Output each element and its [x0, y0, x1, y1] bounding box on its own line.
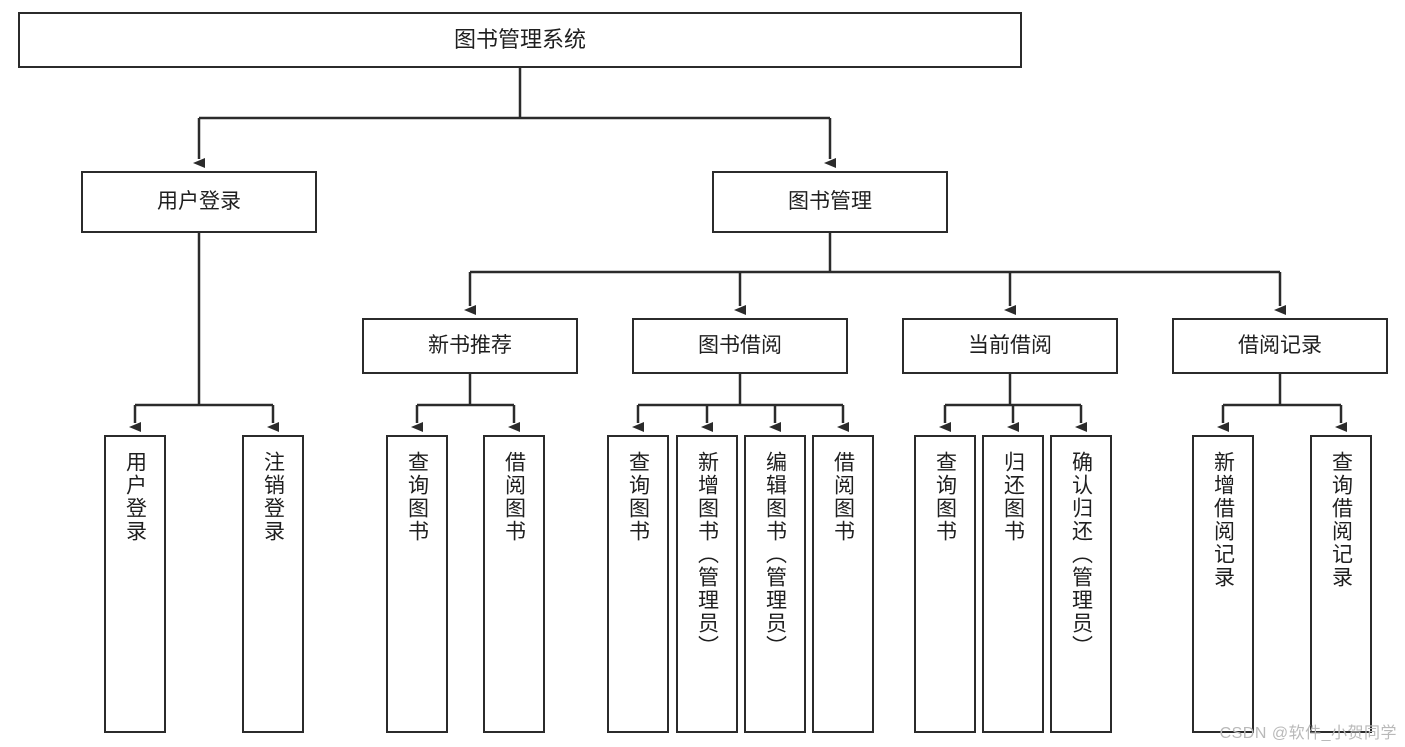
node-leaf-user-login[interactable]: 用户登录 — [104, 435, 166, 733]
node-leaf-add-record[interactable]: 新增借阅记录 — [1192, 435, 1254, 733]
node-label: 借阅图书 — [502, 451, 526, 543]
node-label: 借阅记录 — [1238, 333, 1322, 357]
node-label: 确认归还（管理员） — [1069, 451, 1093, 658]
node-leaf-logout[interactable]: 注销登录 — [242, 435, 304, 733]
node-user-login[interactable]: 用户登录 — [81, 171, 317, 233]
node-label: 用户登录 — [123, 451, 147, 543]
node-borrow-record[interactable]: 借阅记录 — [1172, 318, 1388, 374]
node-leaf-add-book[interactable]: 新增图书（管理员） — [676, 435, 738, 733]
node-new-book-rec[interactable]: 新书推荐 — [362, 318, 578, 374]
node-label: 查询图书 — [933, 451, 957, 543]
node-label: 查询图书 — [626, 451, 650, 543]
node-label: 图书管理 — [788, 189, 872, 213]
node-root[interactable]: 图书管理系统 — [18, 12, 1022, 68]
watermark-text: CSDN @软件_小贺同学 — [1219, 725, 1397, 742]
node-label: 图书管理系统 — [453, 27, 586, 53]
node-leaf-query-book-1[interactable]: 查询图书 — [386, 435, 448, 733]
node-leaf-confirm-return[interactable]: 确认归还（管理员） — [1050, 435, 1112, 733]
node-label: 新增图书（管理员） — [695, 451, 719, 658]
node-label: 查询借阅记录 — [1329, 451, 1353, 589]
node-current-borrow[interactable]: 当前借阅 — [902, 318, 1118, 374]
node-label: 注销登录 — [261, 451, 285, 543]
node-label: 编辑图书（管理员） — [763, 451, 787, 658]
node-label: 查询图书 — [405, 451, 429, 543]
node-label: 借阅图书 — [831, 451, 855, 543]
node-label: 用户登录 — [157, 189, 241, 213]
node-leaf-edit-book[interactable]: 编辑图书（管理员） — [744, 435, 806, 733]
node-leaf-borrow-book-1[interactable]: 借阅图书 — [483, 435, 545, 733]
node-book-borrow[interactable]: 图书借阅 — [632, 318, 848, 374]
node-label: 归还图书 — [1001, 451, 1025, 543]
node-label: 图书借阅 — [698, 333, 782, 357]
node-leaf-query-record[interactable]: 查询借阅记录 — [1310, 435, 1372, 733]
node-label: 当前借阅 — [968, 333, 1052, 357]
node-leaf-query-book-3[interactable]: 查询图书 — [914, 435, 976, 733]
node-leaf-query-book-2[interactable]: 查询图书 — [607, 435, 669, 733]
node-label: 新书推荐 — [428, 333, 512, 357]
node-leaf-return-book[interactable]: 归还图书 — [982, 435, 1044, 733]
node-label: 新增借阅记录 — [1211, 451, 1235, 589]
node-book-manage[interactable]: 图书管理 — [712, 171, 948, 233]
node-leaf-borrow-book-2[interactable]: 借阅图书 — [812, 435, 874, 733]
